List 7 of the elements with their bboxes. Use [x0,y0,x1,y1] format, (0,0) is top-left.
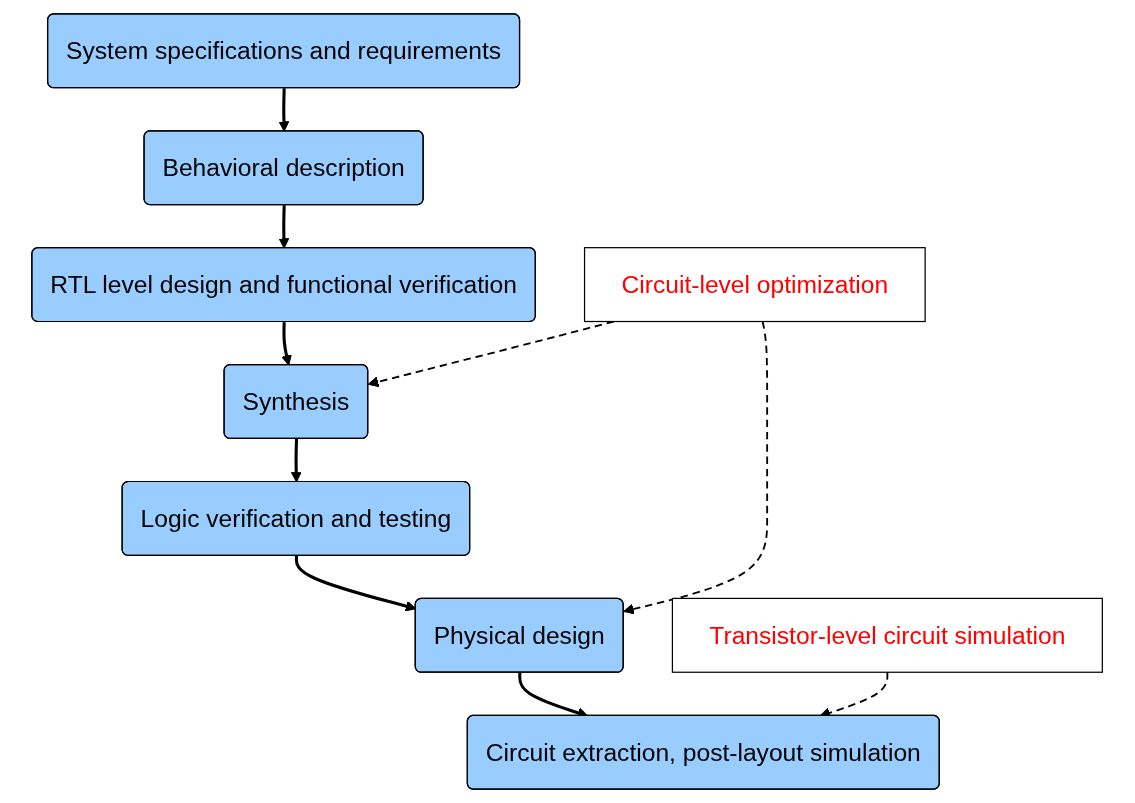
arrow [291,439,303,483]
arrow [278,88,290,132]
arrow [623,320,769,615]
node-box: Transistor-level circuit simulation [672,597,1104,673]
arrow [281,322,293,366]
arrow [278,205,290,249]
node-box: Circuit-level optimization [584,247,927,323]
